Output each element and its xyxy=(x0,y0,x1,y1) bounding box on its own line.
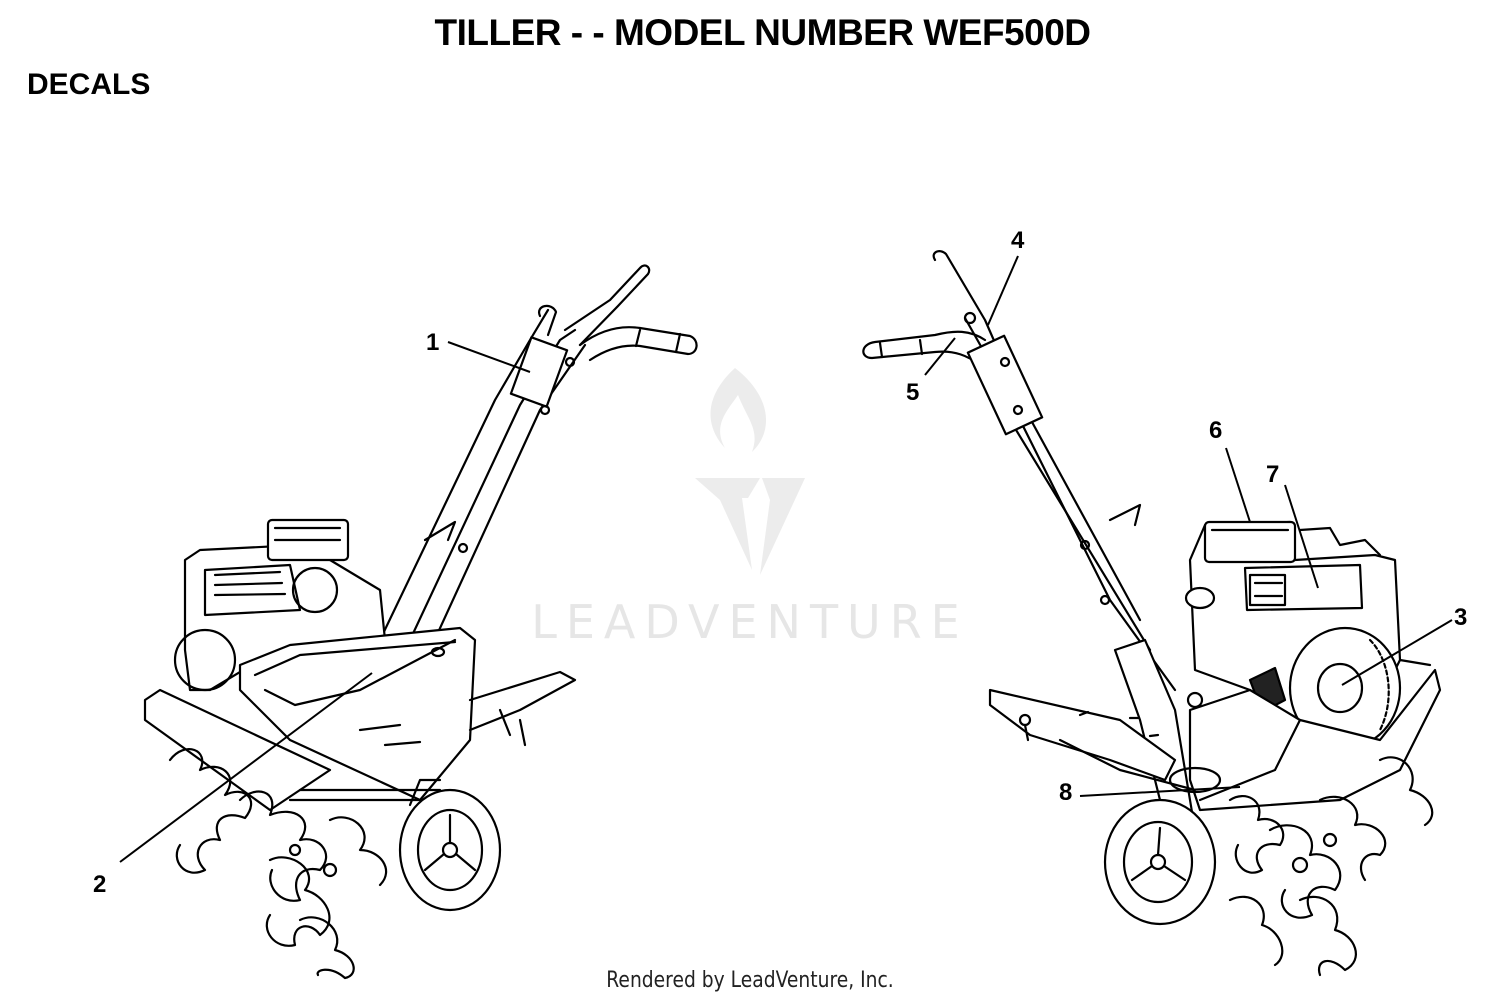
leader-6 xyxy=(1225,447,1251,523)
footer-credit: Rendered by LeadVenture, Inc. xyxy=(606,968,894,993)
leader-3 xyxy=(1341,619,1453,686)
callout-4[interactable]: 4 xyxy=(1011,227,1025,254)
watermark-text: LEADVENTURE xyxy=(531,595,969,649)
callout-7[interactable]: 7 xyxy=(1266,461,1279,488)
leadventure-watermark: LEADVENTURE xyxy=(531,368,969,649)
callout-2[interactable]: 2 xyxy=(93,871,106,898)
callout-labels: 1 2 3 4 5 6 7 8 xyxy=(93,227,1467,898)
left-tiller-drawing xyxy=(143,264,698,980)
leader-5 xyxy=(924,337,956,376)
leader-2 xyxy=(119,672,373,863)
v-logo-icon xyxy=(695,478,805,575)
callout-3[interactable]: 3 xyxy=(1454,604,1467,631)
callout-5[interactable]: 5 xyxy=(906,379,919,406)
leader-8 xyxy=(1079,786,1241,797)
page-title: TILLER - - MODEL NUMBER WEF500D xyxy=(434,12,1092,53)
right-tiller-drawing xyxy=(862,250,1442,977)
flame-icon xyxy=(710,368,767,452)
section-heading: DECALS xyxy=(27,68,151,101)
leader-4 xyxy=(987,255,1019,326)
leader-1 xyxy=(447,341,531,373)
leader-7 xyxy=(1284,484,1319,589)
callout-leaders xyxy=(119,255,1453,863)
callout-8[interactable]: 8 xyxy=(1059,779,1072,806)
callout-6[interactable]: 6 xyxy=(1209,417,1222,444)
callout-1[interactable]: 1 xyxy=(426,329,439,356)
